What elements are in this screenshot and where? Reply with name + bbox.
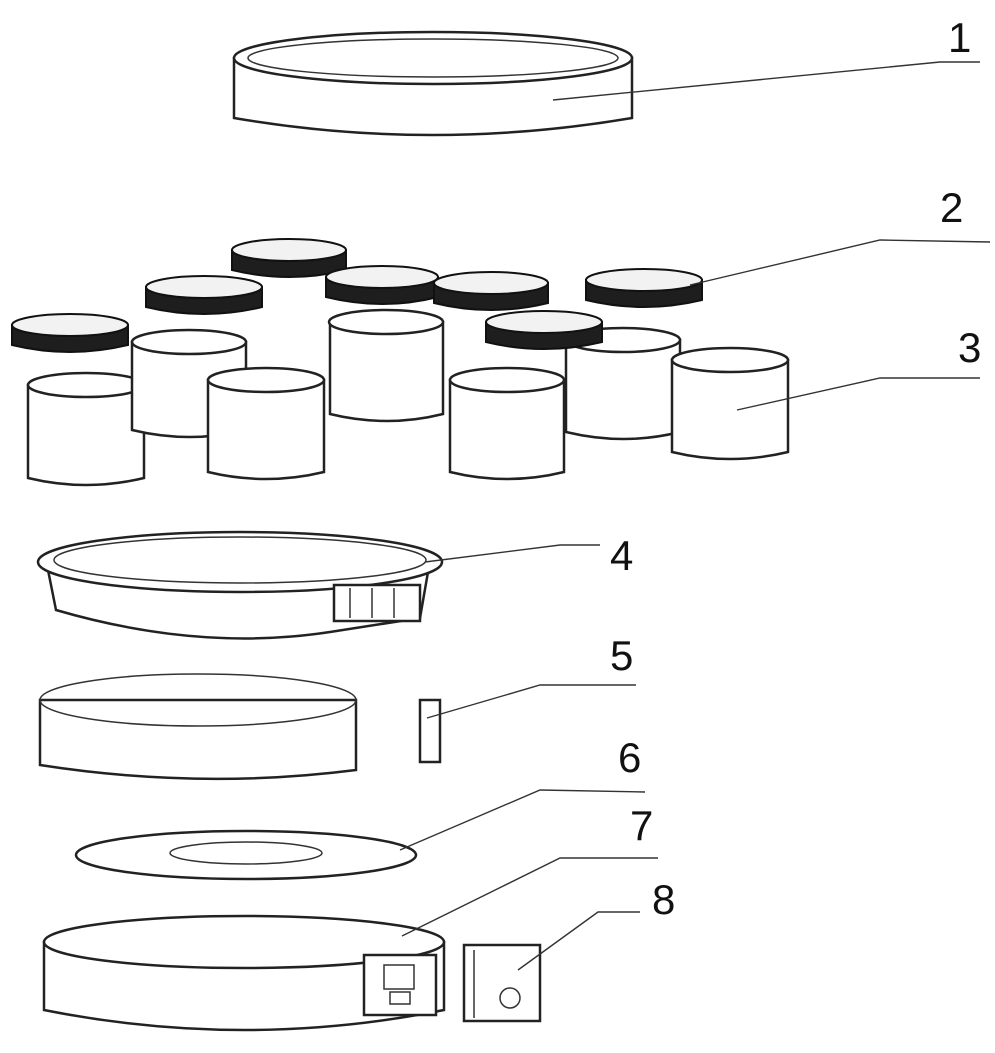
label-6: 6 bbox=[618, 734, 641, 781]
part-5-band bbox=[38, 673, 442, 781]
part-3-jars bbox=[26, 308, 790, 487]
jar bbox=[206, 366, 326, 481]
part-2-caps bbox=[11, 238, 703, 353]
part-8-module bbox=[462, 943, 542, 1023]
cap bbox=[485, 310, 603, 350]
label-7: 7 bbox=[630, 802, 653, 849]
part-1-lid bbox=[232, 30, 634, 137]
cap bbox=[231, 238, 347, 278]
part-7-base bbox=[42, 914, 446, 1032]
part-4-tray bbox=[36, 530, 444, 640]
jar bbox=[26, 371, 146, 487]
part-6-gasket bbox=[74, 829, 418, 881]
label-1: 1 bbox=[948, 14, 971, 61]
jar bbox=[327, 308, 445, 423]
cap bbox=[325, 265, 439, 305]
label-8: 8 bbox=[652, 876, 675, 923]
jar bbox=[448, 366, 566, 481]
label-4: 4 bbox=[610, 532, 633, 579]
label-3: 3 bbox=[958, 324, 981, 371]
cap bbox=[433, 271, 549, 311]
cap bbox=[585, 268, 703, 308]
leader-lines bbox=[399, 61, 991, 971]
cap bbox=[11, 313, 129, 353]
part-labels: 1 2 3 4 5 6 7 8 bbox=[610, 14, 981, 923]
label-5: 5 bbox=[610, 632, 633, 679]
jar bbox=[670, 346, 790, 461]
label-2: 2 bbox=[940, 184, 963, 231]
cap bbox=[145, 275, 263, 315]
